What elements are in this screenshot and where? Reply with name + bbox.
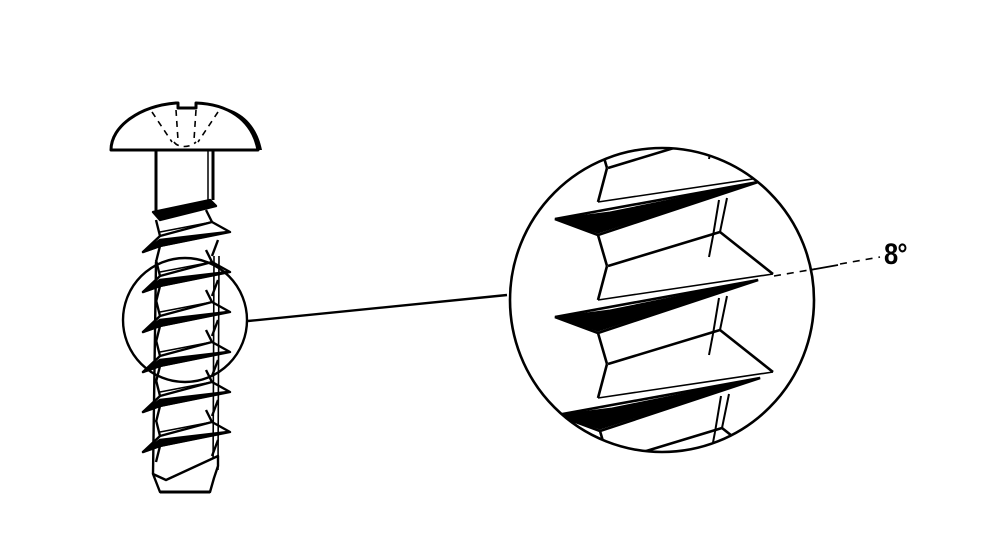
hidden-recess-lines [151,109,219,148]
screw-side-view [109,101,262,494]
small-circle-on-thread [121,256,249,384]
large-detail-circle [508,146,816,454]
angle-label: 8° [884,238,908,271]
screw-threads [141,198,232,494]
connector-line [247,293,508,323]
screw-head [109,101,262,152]
dashed-angle-line [773,256,881,277]
screw-shank [154,150,215,212]
